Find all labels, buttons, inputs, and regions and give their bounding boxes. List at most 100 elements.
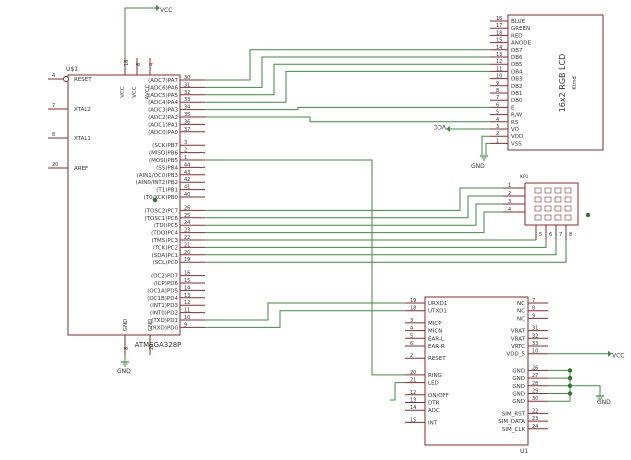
wire-mcu-keypad-net[interactable] [205,240,567,263]
wire-mcu-gsm-rx[interactable] [205,302,405,321]
gsm-left-pin-name: MICN [428,329,442,335]
gsm-left-pin-number: 15 [410,417,416,423]
mcu-right-pin-number: 21 [184,242,190,248]
gnd-symbol-lcd: GND [471,155,488,170]
wire-mcu-vcc[interactable] [124,7,148,58]
wire-mcu-lcd-net[interactable] [205,63,490,96]
keypad-key[interactable] [544,214,552,221]
wire-mcu-gsm-tx[interactable] [205,310,405,328]
wire-mcu-lcd-net[interactable] [205,116,490,123]
lcd-pin-name: DB4 [511,69,523,75]
lcd-pin-number: 18 [496,30,502,36]
lcd-pin-name: DB1 [511,91,523,97]
wire-mcu-lcd-net[interactable] [205,49,490,81]
mcu-right-pin-name: (ICP)PD6 [154,281,179,287]
keypad-key[interactable] [564,196,572,203]
lcd-pin-number: 12 [496,59,502,65]
mcu-pin-number: 20 [52,162,58,168]
mcu-right-pin-number: 2 [184,148,187,154]
wire-mcu-keypad-net[interactable] [205,240,557,256]
mcu-right-pin-number: 12 [184,300,190,306]
wire-mcu-keypad-net[interactable] [205,211,503,234]
gsm-left-pin-name: INT [428,420,438,426]
keypad-key[interactable] [554,187,562,194]
lcd-pin-number: 2 [496,131,499,137]
gsm-left-pin-name: EAR-R [428,344,445,350]
gsm-left-pin-number: 12 [410,390,416,396]
mcu-right-pin-name: (TXD)PD1 [151,318,178,324]
gnd-symbol-gsm: GND [596,395,611,406]
vcc-symbol-gsm: VCC [600,350,624,360]
wire-gsm-gnd-out[interactable] [570,385,601,396]
mcu-pin-number: 7 [52,103,55,109]
wire-mcu-gsm-ring[interactable] [205,159,405,376]
keypad-key[interactable] [554,214,562,221]
keypad-key[interactable] [534,187,542,194]
gsm-left-pin-number: 13 [410,398,416,404]
gsm-left-pin-name: ADC [428,408,440,414]
lcd-pin-name: VDD [511,134,523,140]
mcu-right-pin-name: (ADC2)PA2 [148,115,178,121]
gnd-label: GND [597,399,611,406]
wire-mcu-keypad-net[interactable] [205,240,547,248]
gsm-right-pin-name: GND [512,376,525,382]
mcu-right-pin-name: (ADC1)PA1 [148,122,178,128]
gsm-left-pin-name: RESET [428,356,446,362]
gsm-right-pin-number: 10 [532,349,538,355]
keypad-body[interactable] [524,182,579,226]
wire-lcd-vdd[interactable] [481,135,490,155]
lcd-pin-number: 15 [496,38,502,44]
mcu-right-pin-name: (ADC5)PA5 [148,93,178,99]
mcu-right-pin-number: 9 [184,322,187,328]
mcu-bottom-pin-name: GND [123,319,129,332]
gsm-left-pin-number: 5 [410,333,413,339]
keypad-key[interactable] [564,205,572,212]
keypad-key[interactable] [544,196,552,203]
wire-mcu-keypad-net[interactable] [205,187,503,211]
mcu-part-label: ATMEGA328P [135,341,182,349]
mcu-right-pin-number: 16 [184,271,190,277]
keypad-key[interactable] [564,187,572,194]
lcd-pin-name: VO [511,127,520,133]
mcu-right-pin-name: (AIN0/INT2)PB2 [136,180,178,186]
keypad-col-pin-number: 7 [559,232,562,238]
mcu-right-pin-name: (ADC7)PA7 [148,78,178,84]
wire-gsm-led[interactable] [390,382,405,401]
gsm-right-pin-name: SIM_DATA [498,419,525,425]
keypad-key[interactable] [534,214,542,221]
mcu-right-pin-number: 40 [184,192,190,198]
lcd-pin-number: 3 [496,124,499,130]
keypad-key[interactable] [534,196,542,203]
wire-mcu-keypad-net[interactable] [205,195,503,219]
lcd-pin-name: RS [511,120,519,126]
wire-mcu-keypad-net[interactable] [205,203,503,226]
keypad-key[interactable] [554,205,562,212]
mcu-right-pin-number: 30 [184,75,190,81]
keypad-key[interactable] [564,214,572,221]
wire-mcu-lcd-net[interactable] [205,56,490,88]
vcc-label: VCC [434,123,446,130]
keypad-key[interactable] [554,196,562,203]
lcd-body[interactable] [507,14,604,151]
keypad-col-pin-number: 6 [549,232,552,238]
keypad-key[interactable] [544,205,552,212]
wire-lcd-vss[interactable] [485,142,490,155]
vcc-arrow [608,350,612,357]
wire-mcu-lcd-net[interactable] [205,106,490,111]
wire-mcu-lcd-net[interactable] [205,70,490,103]
gsm-left-pin-name: LED [428,381,439,387]
keypad-key[interactable] [534,205,542,212]
gsm-body[interactable] [424,296,529,446]
mcu-right-pin-number: 22 [184,235,190,241]
gsm-left-pin-name: DTR [428,401,440,407]
gsm-left-pin-number: 19 [410,298,416,304]
mcu-right-pin-name: (TOSC2)PC7 [145,208,179,214]
mcu-right-pin-number: 10 [184,315,190,321]
mcu-right-pin-number: 41 [184,185,190,191]
mcu-right-pin-number: 36 [184,119,190,125]
mcu-body[interactable] [67,74,181,336]
keypad-key[interactable] [544,187,552,194]
gsm-right-pin-name: GND [512,392,525,398]
lcd-pin-name: DB2 [511,84,523,90]
